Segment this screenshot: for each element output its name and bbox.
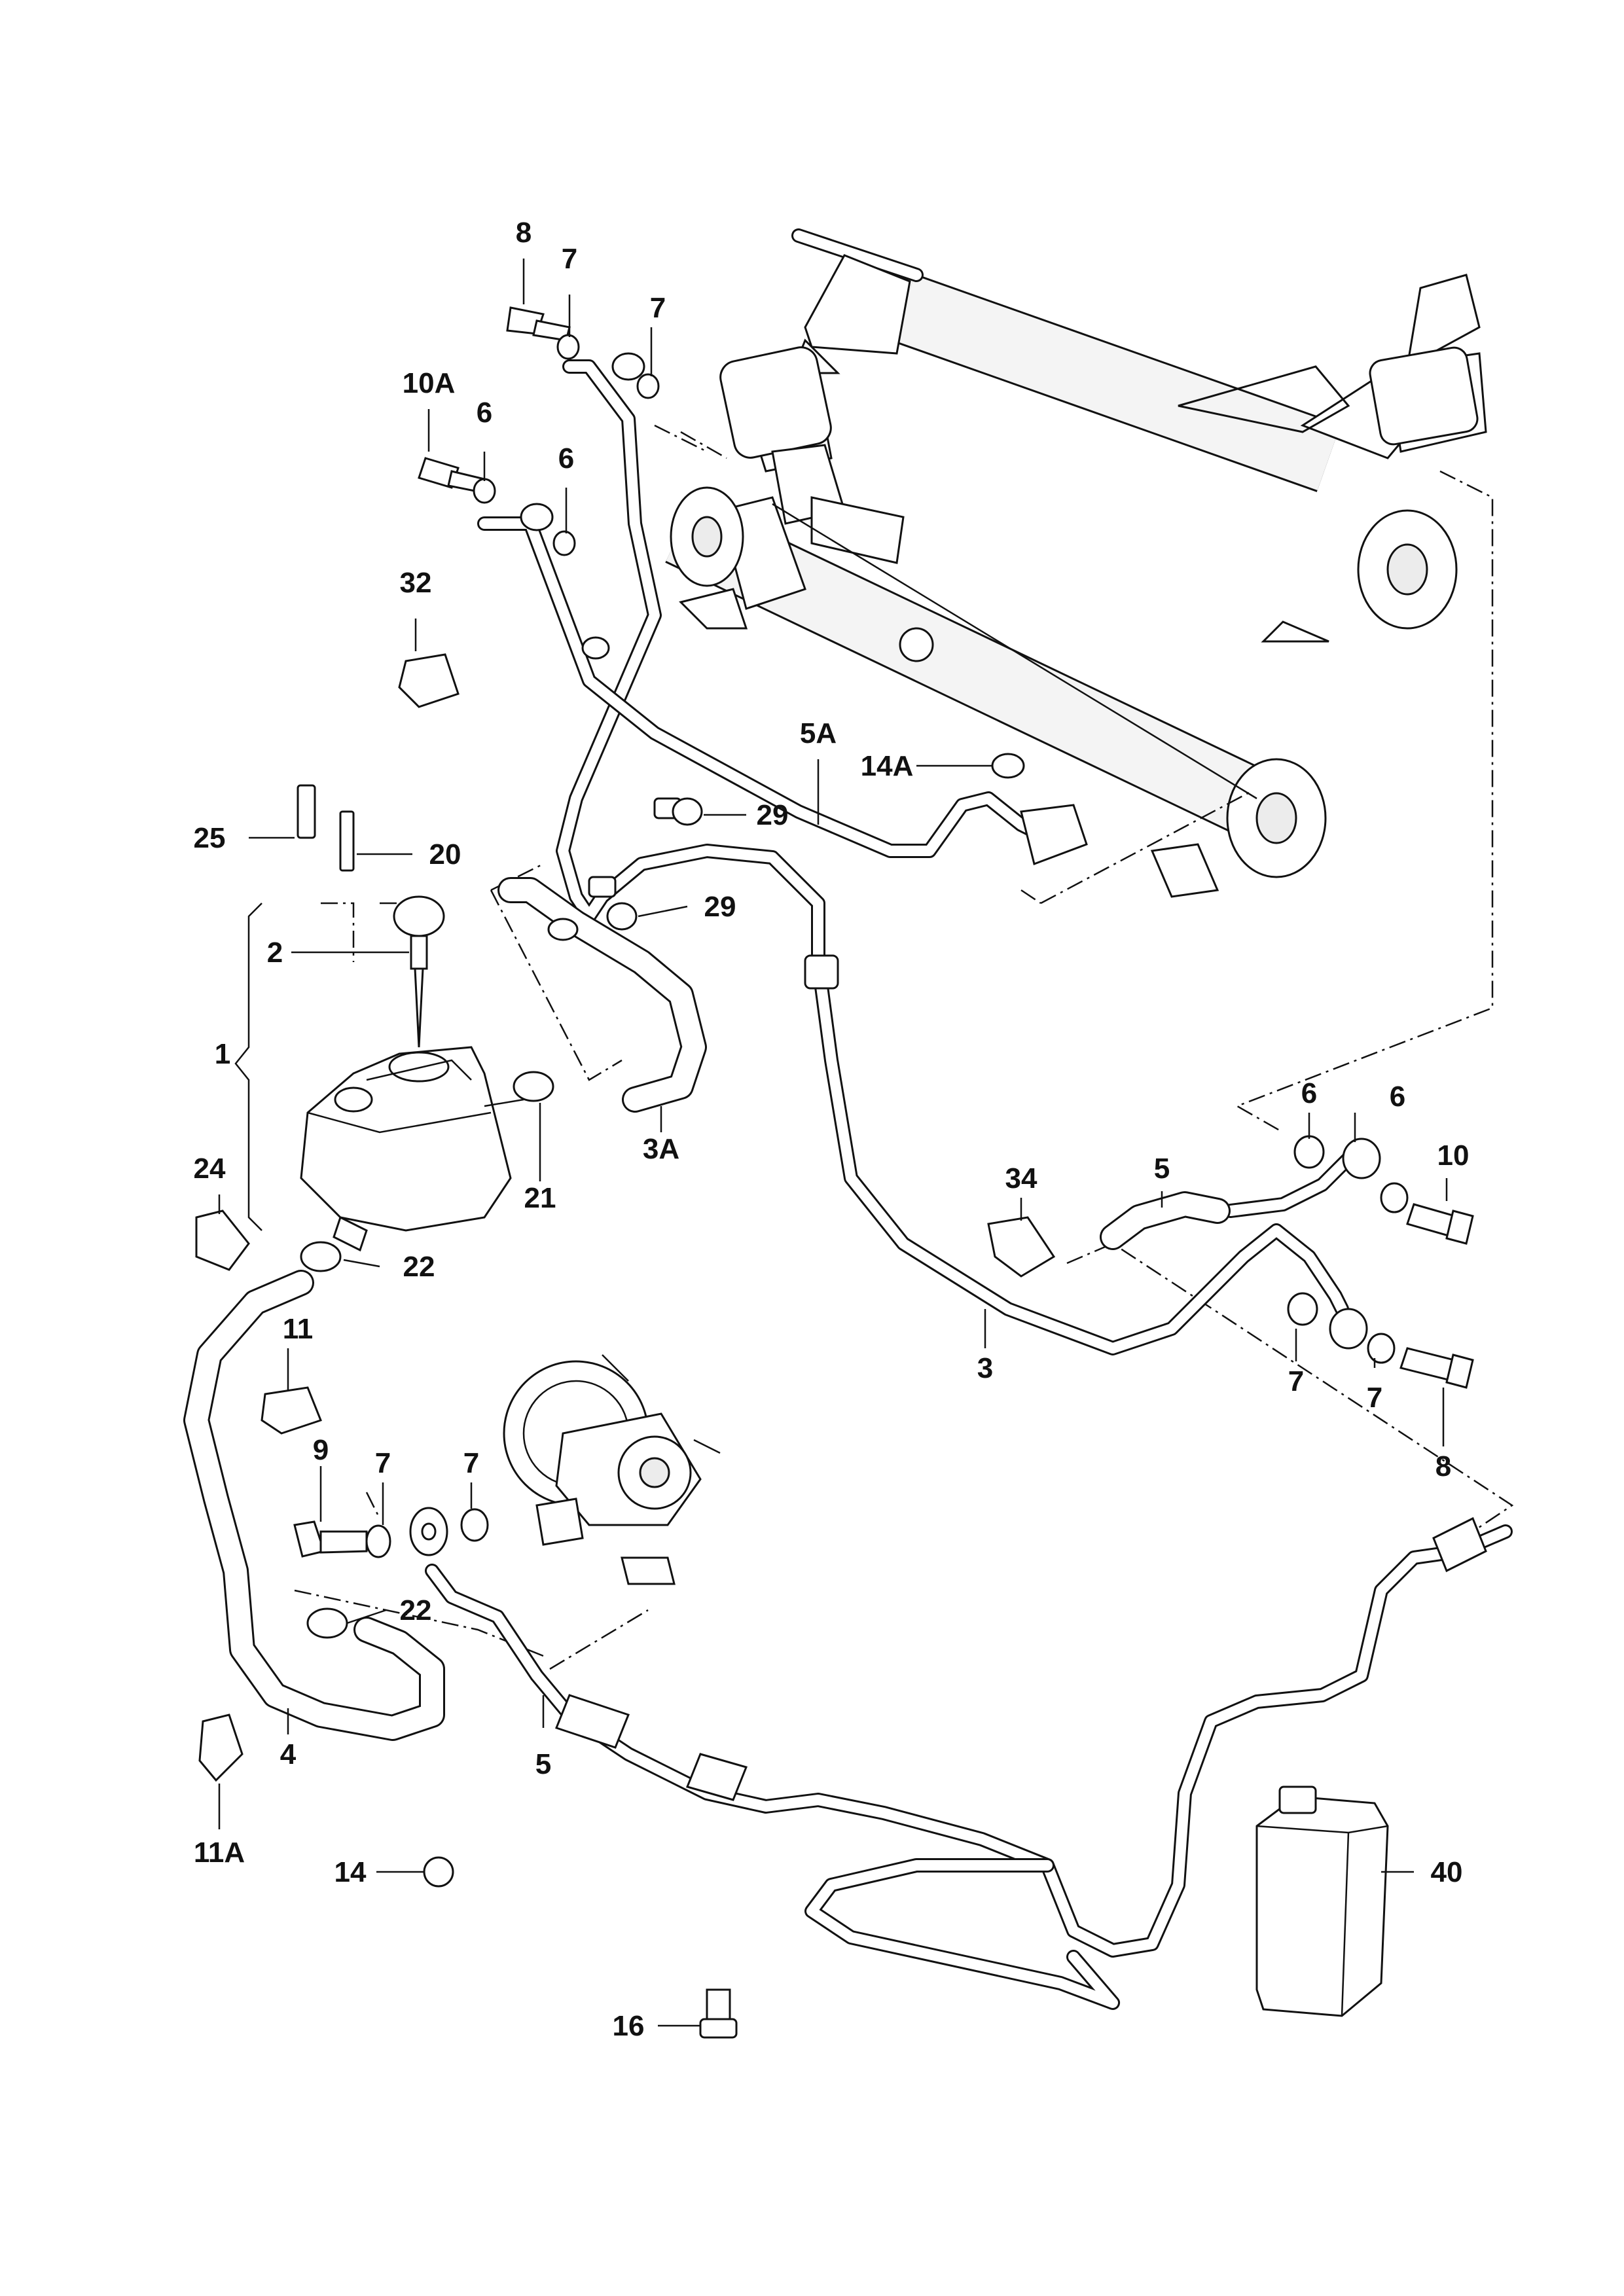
power-steering-pump (503, 1354, 721, 1585)
label-8-right: 8 (1435, 1450, 1451, 1482)
label-9: 9 (313, 1434, 329, 1466)
label-20: 20 (429, 838, 461, 870)
label-32: 32 (400, 567, 432, 599)
label-29-b: 29 (704, 891, 736, 923)
fittings (195, 306, 1487, 2039)
pressure-and-return-lines (425, 359, 1513, 2010)
label-10a: 10A (403, 367, 456, 399)
suction-hoses (183, 877, 1231, 1741)
label-11: 11 (283, 1313, 314, 1345)
label-14: 14 (334, 1856, 367, 1888)
label-2: 2 (267, 937, 283, 969)
label-6-right-a: 6 (1301, 1077, 1317, 1109)
label-16: 16 (613, 2010, 645, 2042)
label-6-right-b: 6 (1390, 1081, 1405, 1113)
label-leaders (218, 259, 1448, 2027)
label-24: 24 (194, 1153, 226, 1185)
label-7-right-b: 7 (1367, 1382, 1382, 1414)
label-5-bottom: 5 (535, 1748, 551, 1780)
label-7-pump-b: 7 (463, 1447, 479, 1479)
label-29-a: 29 (757, 799, 789, 831)
part-number-labels: 8 7 7 10A 6 6 32 5A 14A 25 20 29 29 2 1 … (194, 217, 1470, 2042)
fluid-reservoir (300, 1046, 524, 1252)
label-7-top-a: 7 (562, 243, 577, 275)
label-25: 25 (194, 822, 226, 854)
label-5a: 5A (800, 717, 837, 749)
label-7-top-b: 7 (650, 292, 666, 324)
label-11a: 11A (194, 1837, 245, 1869)
label-34: 34 (1005, 1162, 1038, 1194)
steering-rack-assembly (790, 228, 1487, 643)
label-40: 40 (1431, 1856, 1463, 1888)
label-3a: 3A (643, 1133, 679, 1165)
label-6-top-a: 6 (477, 397, 492, 429)
label-1: 1 (215, 1038, 230, 1070)
label-6-top-b: 6 (558, 442, 574, 475)
label-14a: 14A (861, 750, 914, 782)
label-4: 4 (280, 1738, 297, 1770)
label-7-right-a: 7 (1288, 1365, 1304, 1397)
label-10: 10 (1437, 1139, 1470, 1172)
label-22-b: 22 (400, 1594, 432, 1626)
steering-gear-housing (665, 346, 1327, 898)
label-5-right: 5 (1154, 1153, 1170, 1185)
label-3: 3 (977, 1352, 993, 1384)
label-22-a: 22 (403, 1251, 435, 1283)
label-8-top: 8 (516, 217, 532, 249)
label-21: 21 (524, 1182, 556, 1214)
hydraulic-fluid-can (1255, 1785, 1389, 2017)
label-1-bracket (234, 903, 262, 1231)
label-7-pump-a: 7 (375, 1447, 391, 1479)
